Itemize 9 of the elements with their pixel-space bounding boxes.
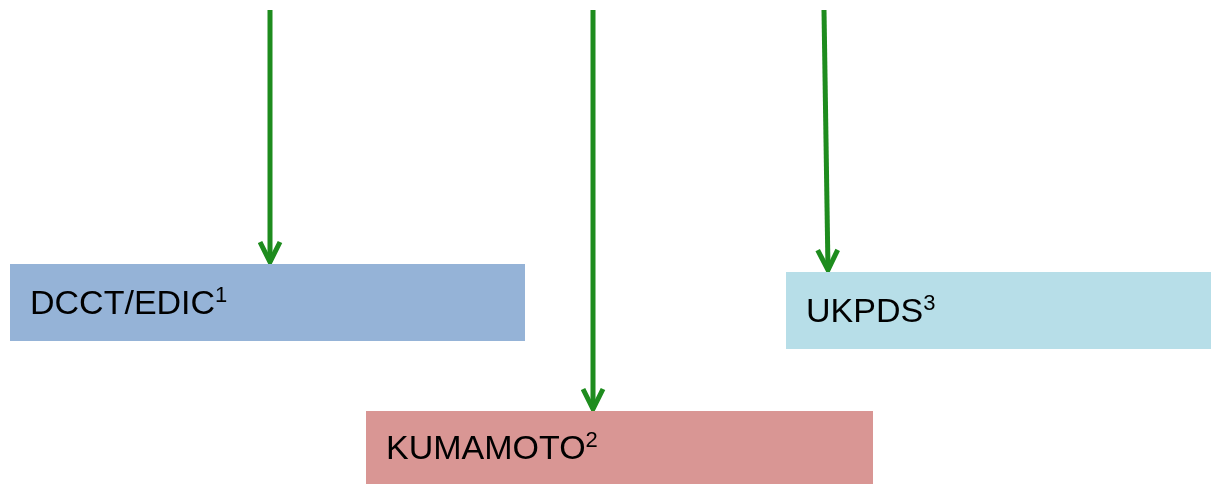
study-box: [366, 411, 873, 484]
study-box: [10, 264, 525, 341]
study-name: DCCT/EDIC$^{1}$: [30, 282, 228, 323]
arrow: [815, 9, 841, 273]
arrow: [257, 10, 283, 265]
arrow: [580, 10, 606, 412]
study-name: KUMAMOTO$^{2}$: [386, 427, 598, 468]
study-box: [786, 272, 1211, 349]
study-name: UKPDS$^{3}$: [806, 290, 936, 331]
